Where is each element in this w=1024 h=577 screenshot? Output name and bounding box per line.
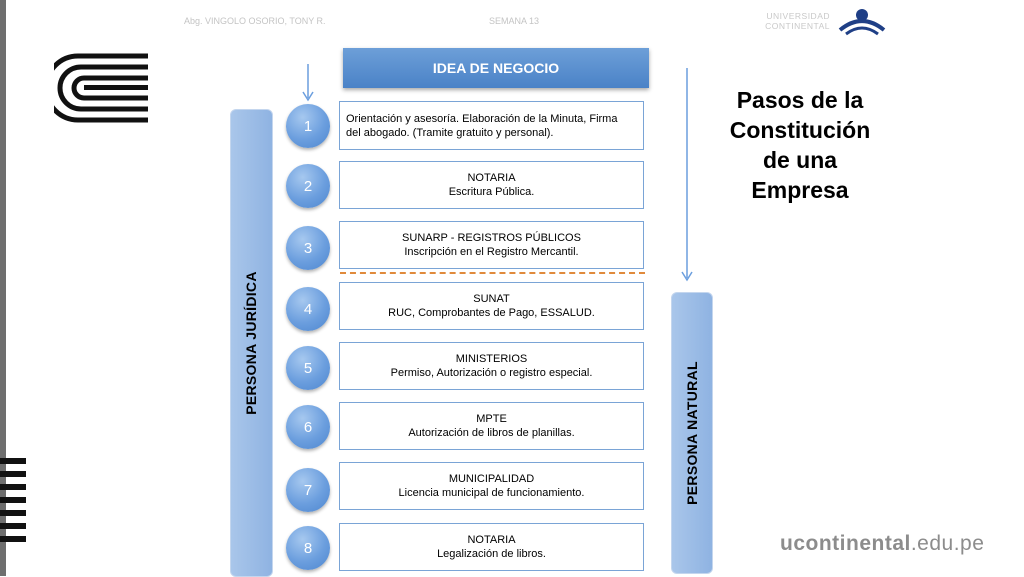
step-8-circle: 8	[286, 526, 330, 570]
divider-dashed-line	[340, 272, 645, 274]
step-6-line1: MPTE	[476, 413, 507, 425]
continental-logo-icon	[54, 53, 148, 123]
step-number: 6	[303, 418, 313, 436]
step-2-line2: Escritura Pública.	[448, 186, 535, 198]
step-6-box: MPTE Autorización de libros de planillas…	[339, 402, 644, 450]
step-number: 2	[303, 177, 313, 195]
title-line2: Constitución	[729, 117, 871, 143]
step-8-line1: NOTARIA	[467, 534, 516, 546]
step-4-circle: 4	[286, 287, 330, 331]
title-line3: de una	[762, 147, 838, 173]
step-number: 3	[303, 239, 313, 257]
brand-domain: .edu.pe	[910, 532, 985, 555]
step-number: 7	[303, 481, 313, 499]
step-3-line1: SUNARP - REGISTROS PÚBLICOS	[402, 232, 581, 244]
step-8-line2: Legalización de libros.	[437, 548, 546, 560]
step-2-line1: NOTARIA	[467, 172, 516, 184]
left-edge-bar	[0, 0, 6, 576]
step-1-circle: 1	[286, 104, 330, 148]
step-number: 5	[303, 359, 313, 377]
university-name-line1: UNIVERSIDAD	[766, 11, 830, 21]
university-emblem-icon	[838, 9, 886, 36]
step-5-box: MINISTERIOS Permiso, Autorización o regi…	[339, 342, 644, 390]
step-1-line2: del abogado. (Tramite gratuito y persona…	[346, 126, 554, 139]
step-1-line1: Orientación y asesoría. Elaboración de l…	[346, 112, 618, 125]
step-4-line2: RUC, Comprobantes de Pago, ESSALUD.	[388, 307, 595, 319]
step-8-box: NOTARIA Legalización de libros.	[339, 523, 644, 571]
persona-natural-bar: PERSONA NATURAL	[671, 292, 713, 574]
persona-juridica-label: PERSONA JURÍDICA	[243, 271, 259, 415]
step-7-circle: 7	[286, 468, 330, 512]
down-arrow-right-icon	[681, 68, 693, 282]
persona-juridica-bar: PERSONA JURÍDICA	[230, 109, 273, 577]
brand-url: ucontinental.edu.pe	[780, 532, 984, 556]
step-5-line2: Permiso, Autorización o registro especia…	[390, 367, 593, 379]
idea-de-negocio-box: IDEA DE NEGOCIO	[343, 48, 649, 88]
step-4-box: SUNAT RUC, Comprobantes de Pago, ESSALUD…	[339, 282, 644, 330]
step-3-box: SUNARP - REGISTROS PÚBLICOS Inscripción …	[339, 221, 644, 269]
step-7-line1: MUNICIPALIDAD	[448, 473, 535, 485]
title-line1: Pasos de la	[736, 87, 864, 113]
header-author: Abg. VINGOLO OSORIO, TONY R.	[184, 16, 326, 26]
persona-natural-label: PERSONA NATURAL	[684, 361, 700, 505]
header-week: SEMANA 13	[489, 16, 540, 26]
step-number: 1	[303, 117, 313, 135]
university-name: UNIVERSIDAD CONTINENTAL	[760, 11, 830, 31]
step-2-circle: 2	[286, 164, 330, 208]
title-line4: Empresa	[751, 177, 849, 203]
step-4-line1: SUNAT	[473, 293, 510, 305]
step-5-circle: 5	[286, 346, 330, 390]
step-7-line2: Licencia municipal de funcionamiento.	[398, 487, 585, 499]
step-2-box: NOTARIA Escritura Pública.	[339, 161, 644, 209]
page-title: Pasos de la Constitución de una Empresa	[710, 85, 890, 205]
step-5-line1: MINISTERIOS	[455, 353, 528, 365]
university-name-line2: CONTINENTAL	[765, 21, 830, 31]
down-arrow-left-icon	[302, 64, 314, 102]
step-3-line2: Inscripción en el Registro Mercantil.	[404, 246, 579, 258]
decorative-stripes-icon	[0, 458, 26, 542]
step-1-box: Orientación y asesoría. Elaboración de l…	[339, 101, 644, 150]
brand-name: ucontinental	[780, 532, 911, 555]
step-number: 4	[303, 300, 313, 318]
step-6-line2: Autorización de libros de planillas.	[408, 427, 575, 439]
step-6-circle: 6	[286, 405, 330, 449]
step-3-circle: 3	[286, 226, 330, 270]
step-7-box: MUNICIPALIDAD Licencia municipal de func…	[339, 462, 644, 510]
step-number: 8	[303, 539, 313, 557]
